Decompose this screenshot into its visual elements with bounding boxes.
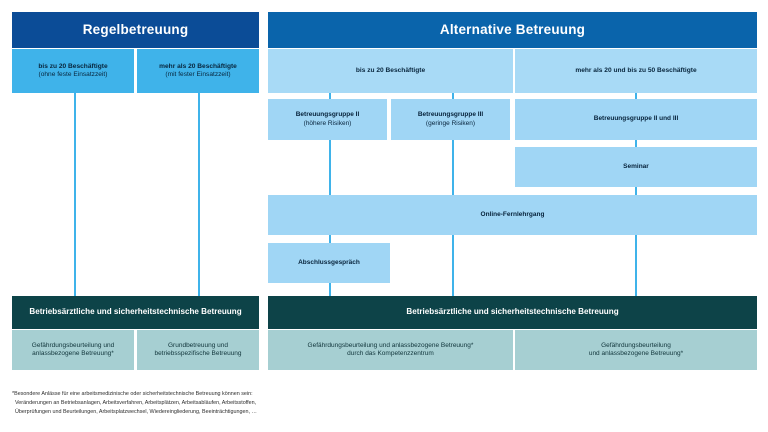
left-result-risk-assessment[interactable]: Gefährdungsbeurteilung und anlassbezogen… (12, 330, 134, 370)
right-result-kompetenzzentrum[interactable]: Gefährdungsbeurteilung und anlassbezogen… (268, 330, 513, 370)
step-online-fernlehrgang[interactable]: Online-Fernlehrgang (268, 195, 757, 235)
left-result-risk-assessment-text: Gefährdungsbeurteilung und anlassbezogen… (31, 341, 115, 357)
step-betreuungsgruppe-2-und-3[interactable]: Betreuungsgruppe II und III (515, 99, 757, 140)
step-seminar[interactable]: Seminar (515, 147, 757, 187)
left-result-basic-care[interactable]: Grundbetreuung und betriebsspezifische B… (137, 330, 259, 370)
right-subcolumn-up-to-20[interactable]: bis zu 20 Beschäftigte (268, 49, 513, 93)
step-betreuungsgruppe-3-text: Betreuungsgruppe III (geringe Risiken) (417, 111, 484, 127)
left-column-header: Regelbetreuung (12, 12, 259, 48)
step-betreuungsgruppe-2-text: Betreuungsgruppe II (höhere Risiken) (295, 111, 360, 127)
footnote-line-1: *Besondere Anlässe für eine arbeitsmediz… (12, 391, 253, 397)
right-result-kompetenzzentrum-text: Gefährdungsbeurteilung und anlassbezogen… (307, 341, 474, 357)
step-abschlussgespraech-text: Abschlussgespräch (298, 258, 360, 266)
left-subcolumn-more-than-20[interactable]: mehr als 20 Beschäftigte (mit fester Ein… (137, 49, 259, 93)
footnote: *Besondere Anlässe für eine arbeitsmediz… (12, 390, 472, 416)
step-betreuungsgruppe-3[interactable]: Betreuungsgruppe III (geringe Risiken) (391, 99, 510, 140)
right-result-header: Betriebsärztliche und sicherheitstechnis… (268, 296, 757, 329)
connector-left-col1 (74, 93, 76, 299)
connector-left-col2 (198, 93, 200, 299)
left-result-header: Betriebsärztliche und sicherheitstechnis… (12, 296, 259, 329)
right-column-header: Alternative Betreuung (268, 12, 757, 48)
right-result-risk-assessment[interactable]: Gefährdungsbeurteilung und anlassbezogen… (515, 330, 757, 370)
step-online-fernlehrgang-text: Online-Fernlehrgang (480, 210, 545, 218)
left-subcolumn-up-to-20-text: bis zu 20 Beschäftigte (ohne feste Einsa… (38, 62, 108, 78)
right-subcolumn-20-to-50-text: mehr als 20 und bis zu 50 Beschäftigte (575, 66, 697, 74)
left-result-basic-care-text: Grundbetreuung und betriebsspezifische B… (154, 341, 242, 357)
left-subcolumn-more-than-20-text: mehr als 20 Beschäftigte (mit fester Ein… (159, 62, 237, 78)
step-seminar-text: Seminar (623, 162, 649, 170)
right-subcolumn-20-to-50[interactable]: mehr als 20 und bis zu 50 Beschäftigte (515, 49, 757, 93)
right-subcolumn-up-to-20-text: bis zu 20 Beschäftigte (355, 66, 426, 74)
step-betreuungsgruppe-2[interactable]: Betreuungsgruppe II (höhere Risiken) (268, 99, 387, 140)
step-abschlussgespraech[interactable]: Abschlussgespräch (268, 243, 390, 283)
right-result-risk-assessment-text: Gefährdungsbeurteilung und anlassbezogen… (588, 341, 684, 357)
footnote-line-2: Veränderungen an Betriebsanlagen, Arbeit… (15, 399, 257, 406)
left-subcolumn-up-to-20[interactable]: bis zu 20 Beschäftigte (ohne feste Einsa… (12, 49, 134, 93)
footnote-line-3: Überprüfungen und Beurteilungen, Arbeits… (15, 408, 257, 415)
step-betreuungsgruppe-2-und-3-text: Betreuungsgruppe II und III (593, 115, 679, 123)
